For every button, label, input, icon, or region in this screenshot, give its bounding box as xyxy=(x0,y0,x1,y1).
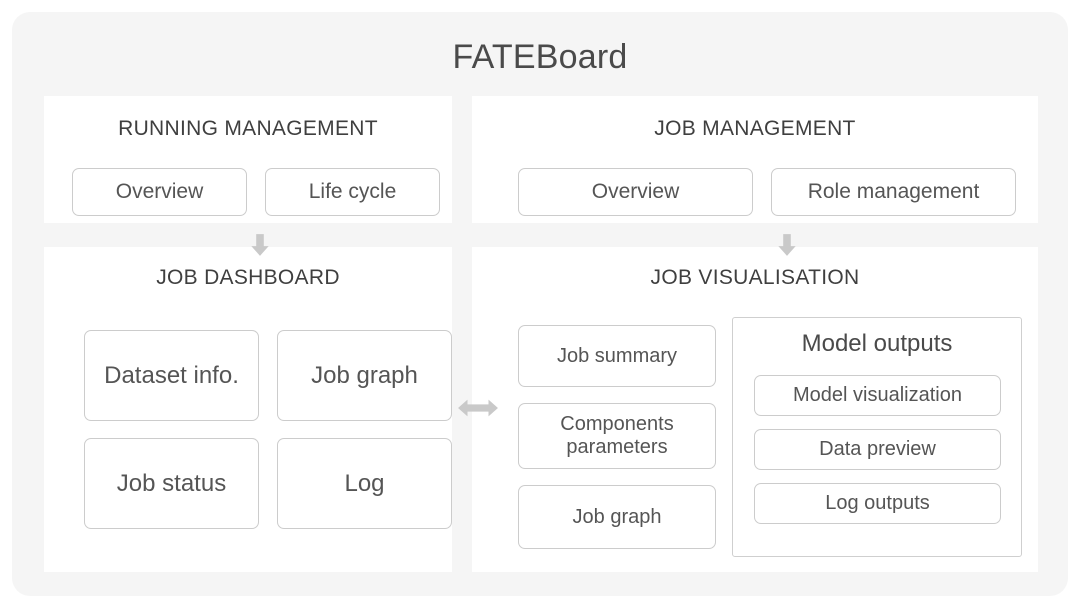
arrow-down-icon xyxy=(774,232,800,258)
button-jobmgmt-overview[interactable]: Overview xyxy=(518,168,753,216)
button-jobmgmt-role-management[interactable]: Role management xyxy=(771,168,1016,216)
button-model-visualization[interactable]: Model visualization xyxy=(754,375,1001,416)
group-title-model-outputs: Model outputs xyxy=(801,330,953,357)
button-log-outputs[interactable]: Log outputs xyxy=(754,483,1001,524)
button-visual-job-graph[interactable]: Job graph xyxy=(518,485,716,549)
button-dashboard-dataset-info[interactable]: Dataset info. xyxy=(84,330,259,421)
job-management-buttons: Overview Role management xyxy=(518,168,1016,216)
panel-running-management: RUNNING MANAGEMENT Overview Life cycle xyxy=(44,96,452,223)
arrow-down-icon xyxy=(247,232,273,258)
panel-job-management: JOB MANAGEMENT Overview Role management xyxy=(472,96,1038,223)
fateboard-container: FATEBoard RUNNING MANAGEMENT Overview Li… xyxy=(12,12,1068,596)
panel-title-job-dashboard: JOB DASHBOARD xyxy=(156,266,340,289)
group-model-outputs: Model outputs Model visualization Data p… xyxy=(732,317,1022,557)
button-dashboard-job-graph[interactable]: Job graph xyxy=(277,330,452,421)
button-running-life-cycle[interactable]: Life cycle xyxy=(265,168,440,216)
button-dashboard-job-status[interactable]: Job status xyxy=(84,438,259,529)
button-visual-components-parameters[interactable]: Components parameters xyxy=(518,403,716,469)
page-title: FATEBoard xyxy=(452,38,628,76)
panel-title-running-management: RUNNING MANAGEMENT xyxy=(118,117,378,140)
button-data-preview[interactable]: Data preview xyxy=(754,429,1001,470)
panel-job-dashboard: JOB DASHBOARD Dataset info. Job graph Jo… xyxy=(44,247,452,572)
panel-title-job-management: JOB MANAGEMENT xyxy=(654,117,856,140)
panel-job-visualisation: JOB VISUALISATION Job summary Components… xyxy=(472,247,1038,572)
job-dashboard-buttons: Dataset info. Job graph Job status Log xyxy=(84,330,452,529)
job-visualisation-buttons: Job summary Components parameters Job gr… xyxy=(518,325,716,549)
model-outputs-buttons: Model visualization Data preview Log out… xyxy=(754,375,1001,524)
running-management-buttons: Overview Life cycle xyxy=(72,168,440,216)
button-running-overview[interactable]: Overview xyxy=(72,168,247,216)
panel-title-job-visualisation: JOB VISUALISATION xyxy=(650,266,860,289)
arrow-left-right-icon xyxy=(457,395,499,421)
button-dashboard-log[interactable]: Log xyxy=(277,438,452,529)
button-visual-job-summary[interactable]: Job summary xyxy=(518,325,716,387)
